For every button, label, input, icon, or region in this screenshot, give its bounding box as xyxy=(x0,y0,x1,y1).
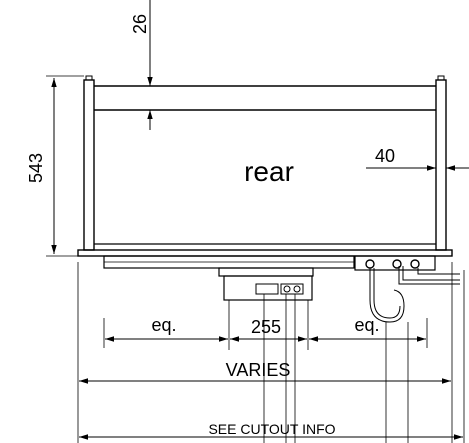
box-body xyxy=(223,275,313,301)
dim-26-text: 26 xyxy=(130,14,150,34)
dim-varies-text: VARIES xyxy=(226,360,291,380)
dim-row-255: eq. 255 eq. xyxy=(105,315,426,342)
cable-right-3 xyxy=(417,268,460,275)
dim-40: 40 xyxy=(366,146,469,171)
connector-housing xyxy=(354,255,436,271)
cable-loop-inner xyxy=(373,268,401,319)
dim-543-text: 543 xyxy=(26,153,46,183)
dim-543: 543 xyxy=(26,75,84,257)
connector-pin-2 xyxy=(293,285,301,293)
connector-nut-2 xyxy=(392,259,402,269)
connector-nut-1 xyxy=(365,259,375,269)
connector-pin-1 xyxy=(283,285,291,293)
left-post-cap xyxy=(85,75,93,81)
dim-eq-left-text: eq. xyxy=(151,315,176,335)
box-top xyxy=(218,267,314,277)
dim-varies: VARIES xyxy=(79,360,451,384)
dim-cutout: SEE CUTOUT INFO xyxy=(79,421,463,440)
control-box xyxy=(218,267,314,301)
cable-right-1 xyxy=(398,266,460,285)
connector-nut-3 xyxy=(410,259,420,269)
right-post xyxy=(435,79,447,251)
base-plate xyxy=(77,249,453,257)
box-switch xyxy=(255,283,279,295)
dim-26: 26 xyxy=(100,0,158,130)
rear-label: rear xyxy=(244,156,294,187)
dim-255-text: 255 xyxy=(251,317,281,337)
right-connectors xyxy=(354,255,460,323)
right-post-cap xyxy=(437,75,445,81)
left-post xyxy=(83,79,95,251)
cable-right-2 xyxy=(402,266,460,281)
box-connector xyxy=(280,283,304,295)
dim-eq-right-text: eq. xyxy=(354,315,379,335)
cable-loop xyxy=(369,268,405,323)
dim-40-text: 40 xyxy=(375,146,395,166)
extension-lines xyxy=(77,262,465,443)
dim-cutout-text: SEE CUTOUT INFO xyxy=(208,421,335,437)
